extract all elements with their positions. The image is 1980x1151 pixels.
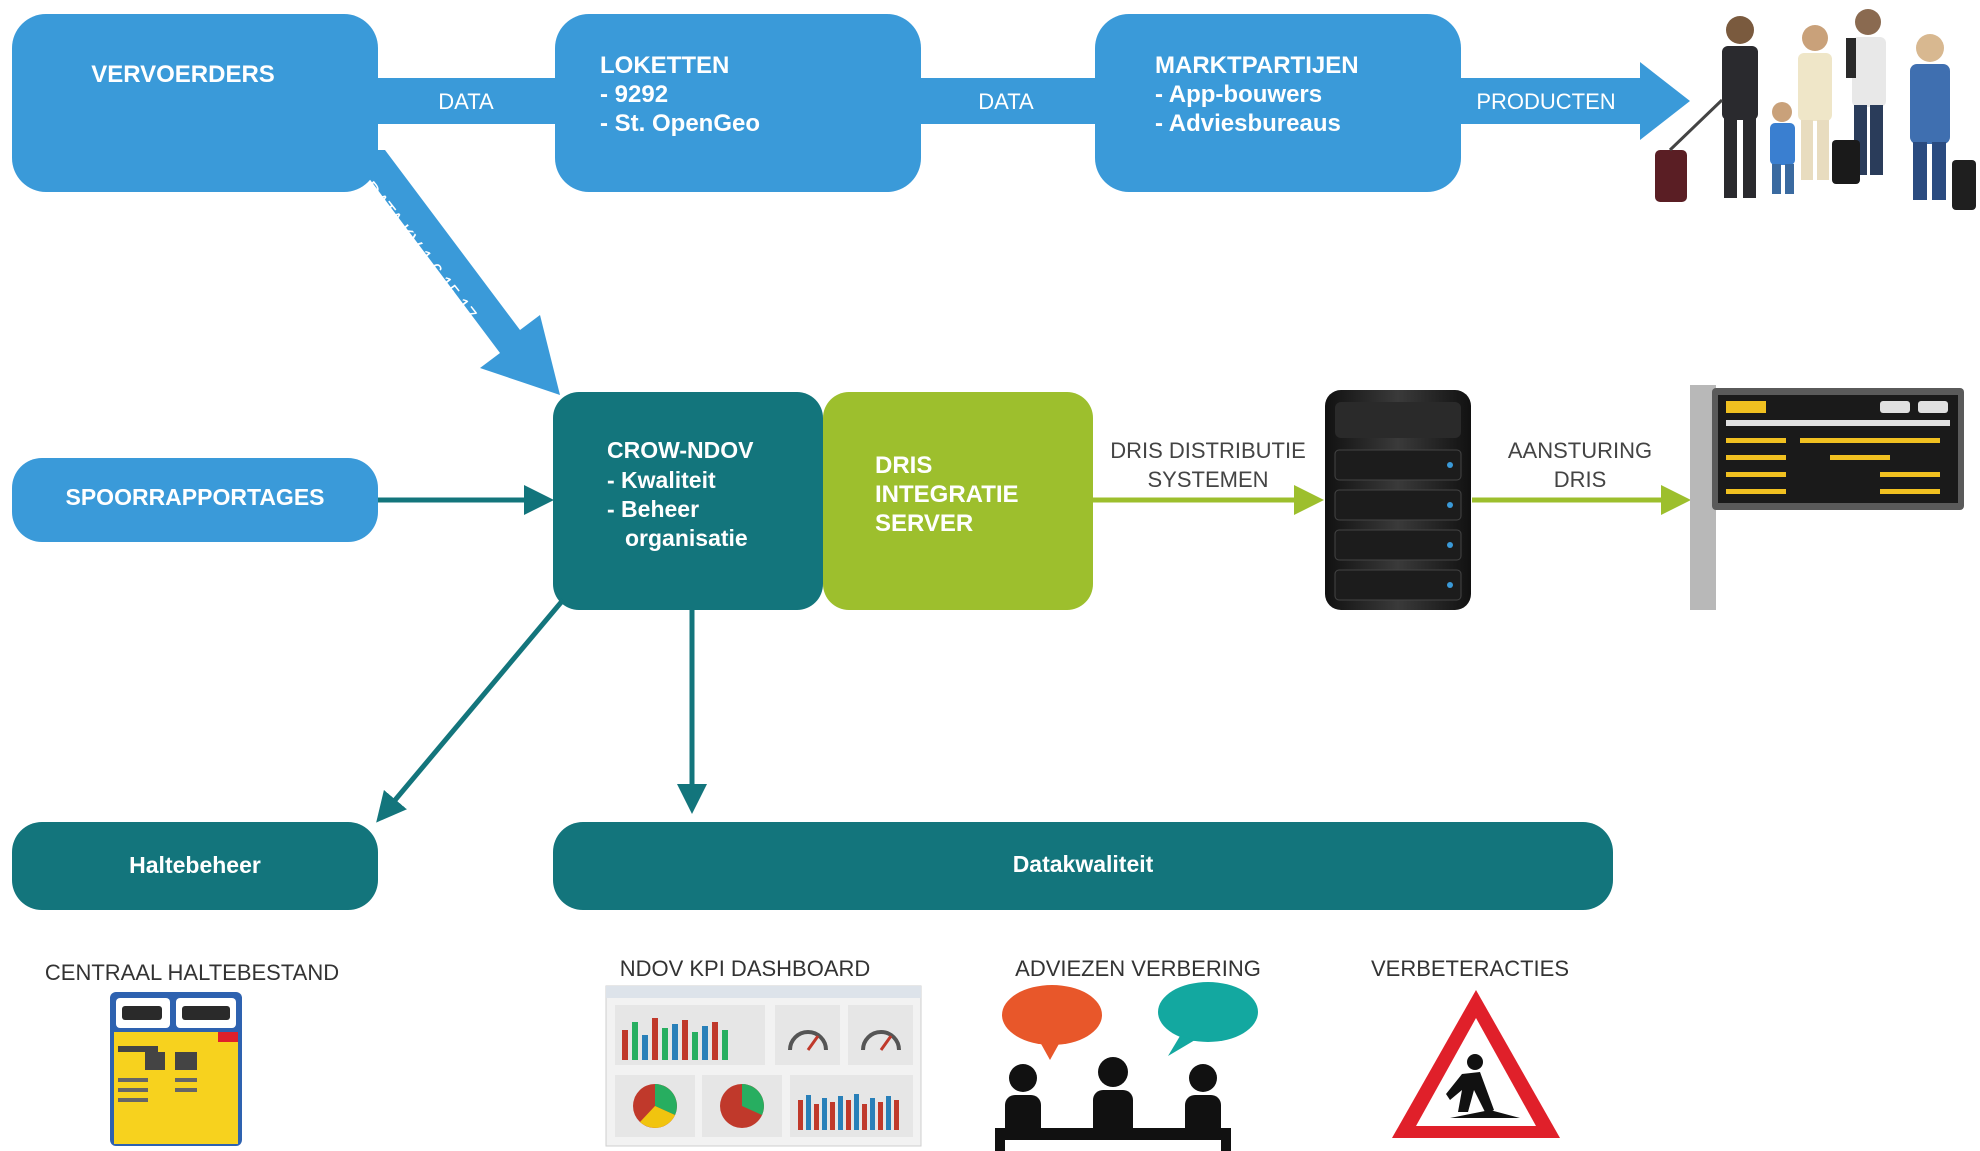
node-vervoerders-line-1: VERVOERDERS bbox=[91, 61, 275, 88]
node-crow-line-4: organisatie bbox=[625, 525, 748, 551]
edge-label-dris-distributie-2: SYSTEMEN bbox=[1147, 467, 1268, 492]
node-dris-line-3: SERVER bbox=[875, 510, 973, 537]
node-loketten-line-3: - St. OpenGeo bbox=[600, 110, 760, 137]
server-icon bbox=[1325, 390, 1471, 610]
node-crow-ndov: CROW-NDOV - Kwaliteit - Beheer organisat… bbox=[553, 392, 823, 610]
node-datakwaliteit: Datakwaliteit bbox=[553, 822, 1613, 910]
meeting-people-icon bbox=[995, 982, 1258, 1151]
node-loketten-line-1: LOKETTEN bbox=[600, 52, 729, 79]
caption-centraal-haltebestand: CENTRAAL HALTEBESTAND bbox=[45, 960, 339, 985]
dashboard-screenshot bbox=[605, 985, 922, 1147]
node-spoor-line-1: SPOORRAPPORTAGES bbox=[66, 484, 325, 510]
node-haltebeheer: Haltebeheer bbox=[12, 822, 378, 910]
arrow-vervoerders-loketten: DATA bbox=[370, 78, 560, 124]
departure-display-icon bbox=[1690, 385, 1964, 610]
arrow-markt-producten: PRODUCTEN bbox=[1450, 62, 1690, 140]
node-dris-line-2: INTEGRATIE bbox=[875, 481, 1019, 508]
node-markt-line-1: MARKTPARTIJEN bbox=[1155, 52, 1359, 79]
node-marktpartijen: MARKTPARTIJEN - App-bouwers - Adviesbure… bbox=[1095, 14, 1461, 192]
edge-label-producten: PRODUCTEN bbox=[1476, 89, 1615, 114]
node-haltebeheer-line-1: Haltebeheer bbox=[129, 852, 261, 878]
caption-kpi-dashboard: NDOV KPI DASHBOARD bbox=[620, 956, 871, 981]
edge-label-aansturing-1: AANSTURING bbox=[1508, 438, 1652, 463]
caption-verbeteracties: VERBETERACTIES bbox=[1371, 956, 1569, 981]
travellers-illustration bbox=[1655, 9, 1976, 210]
caption-adviezen: ADVIEZEN VERBERING bbox=[1015, 956, 1261, 981]
node-crow-line-3: - Beheer bbox=[607, 496, 699, 522]
node-crow-line-2: - Kwaliteit bbox=[607, 467, 716, 493]
edge-label-data-2: DATA bbox=[978, 89, 1034, 114]
node-loketten-line-2: - 9292 bbox=[600, 81, 668, 108]
node-loketten: LOKETTEN - 9292 - St. OpenGeo bbox=[555, 14, 921, 192]
node-dris-server: DRIS INTEGRATIE SERVER bbox=[823, 392, 1093, 610]
edge-crow-haltebeheer bbox=[376, 598, 565, 823]
bus-stop-sign-icon bbox=[110, 992, 242, 1146]
arrow-loketten-markt: DATA bbox=[910, 78, 1100, 124]
node-spoorrapportages: SPOORRAPPORTAGES bbox=[12, 458, 378, 542]
edge-label-aansturing-2: DRIS bbox=[1554, 467, 1607, 492]
edge-label-data-1: DATA bbox=[438, 89, 494, 114]
edge-label-dris-distributie-1: DRIS DISTRIBUTIE bbox=[1110, 438, 1306, 463]
roadworks-warning-icon bbox=[1392, 990, 1560, 1138]
node-datakwaliteit-line-1: Datakwaliteit bbox=[1013, 851, 1154, 877]
node-vervoerders: VERVOERDERS bbox=[12, 14, 378, 192]
node-dris-line-1: DRIS bbox=[875, 452, 932, 479]
node-crow-line-1: CROW-NDOV bbox=[607, 437, 754, 463]
node-markt-line-2: - App-bouwers bbox=[1155, 81, 1322, 108]
arrow-vervoerders-crow: DATA KV 1,6,15,17 bbox=[345, 150, 560, 395]
node-markt-line-3: - Adviesbureaus bbox=[1155, 110, 1341, 137]
